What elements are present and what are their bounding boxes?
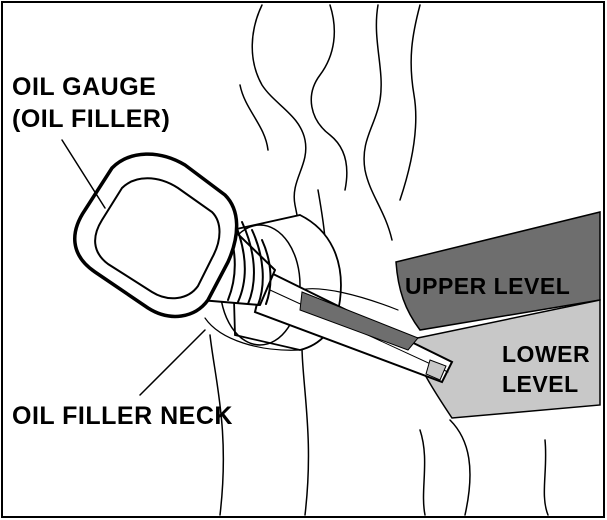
lower-level-label-line1: LOWER bbox=[502, 341, 590, 367]
oil-filler-neck-label: OIL FILLER NECK bbox=[12, 402, 233, 430]
upper-level-label: UPPER LEVEL bbox=[405, 273, 570, 299]
oil-filler-neck-leader bbox=[139, 329, 206, 396]
upper-level-band bbox=[395, 211, 601, 331]
oil-gauge-label-line2: (OIL FILLER) bbox=[12, 105, 170, 133]
oil-gauge-label-line1: OIL GAUGE bbox=[12, 73, 156, 101]
gauge-cap bbox=[73, 152, 239, 319]
oil-gauge-leader bbox=[61, 139, 106, 209]
dipstick-blade bbox=[253, 268, 454, 384]
leader-lines bbox=[61, 139, 206, 396]
lower-level-label-line2: LEVEL bbox=[502, 371, 579, 397]
